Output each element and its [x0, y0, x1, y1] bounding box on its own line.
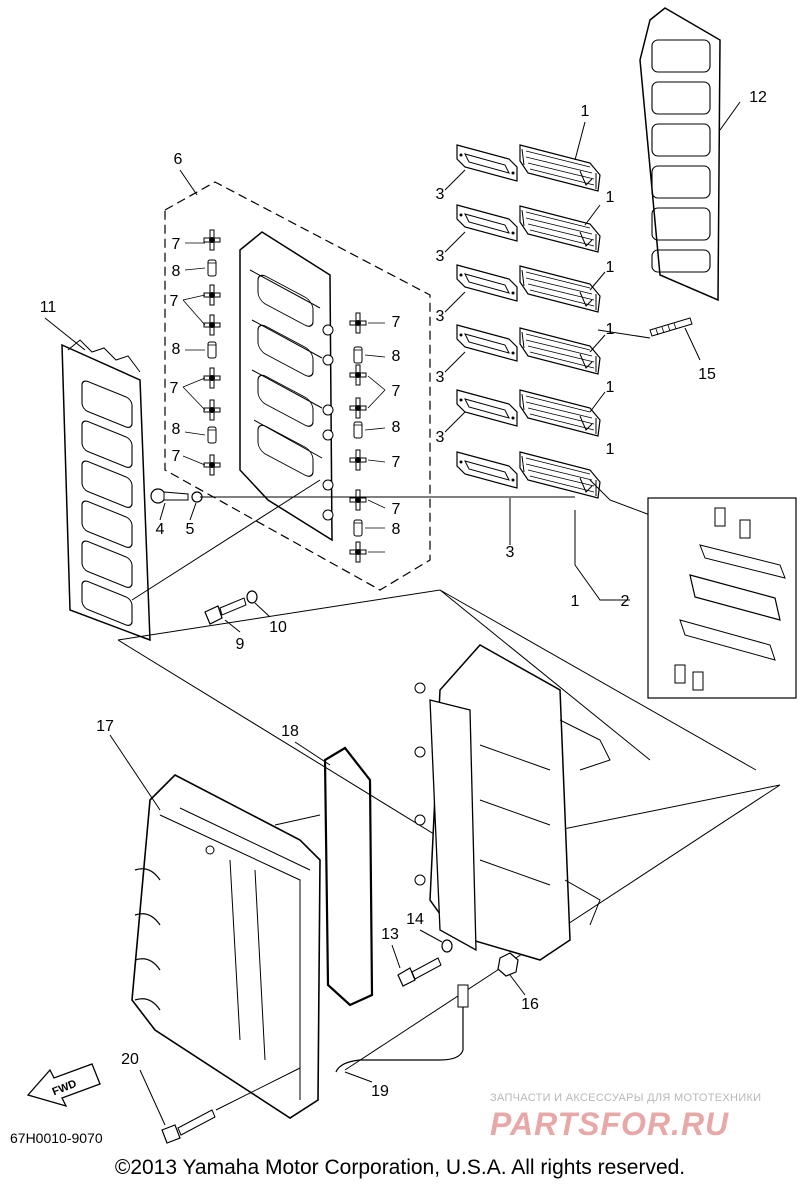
callout-8: 8	[171, 421, 181, 438]
bolt-13	[397, 957, 442, 987]
callout-3: 3	[435, 248, 445, 265]
gasket-11	[61, 339, 151, 642]
callout-1: 1	[570, 593, 580, 610]
hose-fitting	[457, 984, 469, 1008]
callout-14: 14	[406, 911, 424, 928]
bolt-9	[204, 597, 247, 625]
bolt-4	[150, 488, 189, 504]
watermark-logo: PARTSFOR.RU	[490, 1106, 730, 1142]
callout-3: 3	[435, 186, 445, 203]
stud-15	[649, 317, 693, 337]
callout-7: 7	[391, 314, 401, 331]
watermark-tagline: ЗАПЧАСТИ И АКСЕССУАРЫ ДЛЯ МОТОТЕХНИКИ	[490, 1092, 762, 1104]
callout-7: 7	[171, 236, 181, 253]
callout-7: 7	[391, 454, 401, 471]
callout-8: 8	[391, 348, 401, 365]
callout-1: 1	[580, 103, 590, 120]
callout-3: 3	[435, 429, 445, 446]
callout-18: 18	[281, 723, 299, 740]
callout-8: 8	[171, 263, 181, 280]
callout-8: 8	[391, 419, 401, 436]
part-code: 67H0010-9070	[10, 1130, 103, 1146]
callout-8: 8	[171, 341, 181, 358]
callout-7: 7	[391, 501, 401, 518]
callout-1: 1	[605, 259, 615, 276]
gasket-12	[639, 7, 721, 302]
fwd-arrow-icon	[26, 1063, 101, 1108]
crankcase	[414, 644, 611, 961]
callout-1: 1	[605, 189, 615, 206]
reed-valve-block	[239, 231, 334, 542]
callout-11: 11	[39, 299, 57, 316]
callout-6: 6	[173, 151, 183, 168]
callout-13: 13	[381, 926, 399, 943]
bolt-20	[161, 1067, 301, 1144]
hose-19	[335, 985, 464, 1073]
callout-15: 15	[698, 366, 716, 383]
callout-2: 2	[620, 593, 630, 610]
assembly-6-outline	[164, 181, 431, 591]
washer-10	[246, 590, 258, 604]
callout-8: 8	[391, 521, 401, 538]
callout-3: 3	[505, 544, 515, 561]
callout-20: 20	[121, 1051, 139, 1068]
callout-1: 1	[605, 321, 615, 338]
callout-9: 9	[235, 636, 245, 653]
callout-7: 7	[171, 448, 181, 465]
callout-10: 10	[269, 619, 287, 636]
callout-17: 17	[96, 718, 114, 735]
callout-12: 12	[749, 89, 767, 106]
callout-19: 19	[371, 1083, 389, 1100]
washer-14	[441, 939, 453, 953]
gasket-18	[323, 746, 374, 1007]
callout-3: 3	[435, 308, 445, 325]
silencer-17	[131, 774, 321, 1119]
callout-7: 7	[169, 293, 179, 310]
callout-7: 7	[169, 380, 179, 397]
copyright-notice: ©2013 Yamaha Motor Corporation, U.S.A. A…	[114, 1156, 686, 1179]
callout-5: 5	[185, 521, 195, 538]
reed-valve-exploded	[674, 507, 786, 691]
callout-1: 1	[605, 379, 615, 396]
callout-16: 16	[521, 996, 539, 1013]
callout-3: 3	[435, 369, 445, 386]
leader-lines	[44, 101, 741, 1126]
nut-16	[497, 952, 519, 977]
callout-7: 7	[391, 383, 401, 400]
callout-1: 1	[605, 441, 615, 458]
callout-4: 4	[155, 521, 165, 538]
